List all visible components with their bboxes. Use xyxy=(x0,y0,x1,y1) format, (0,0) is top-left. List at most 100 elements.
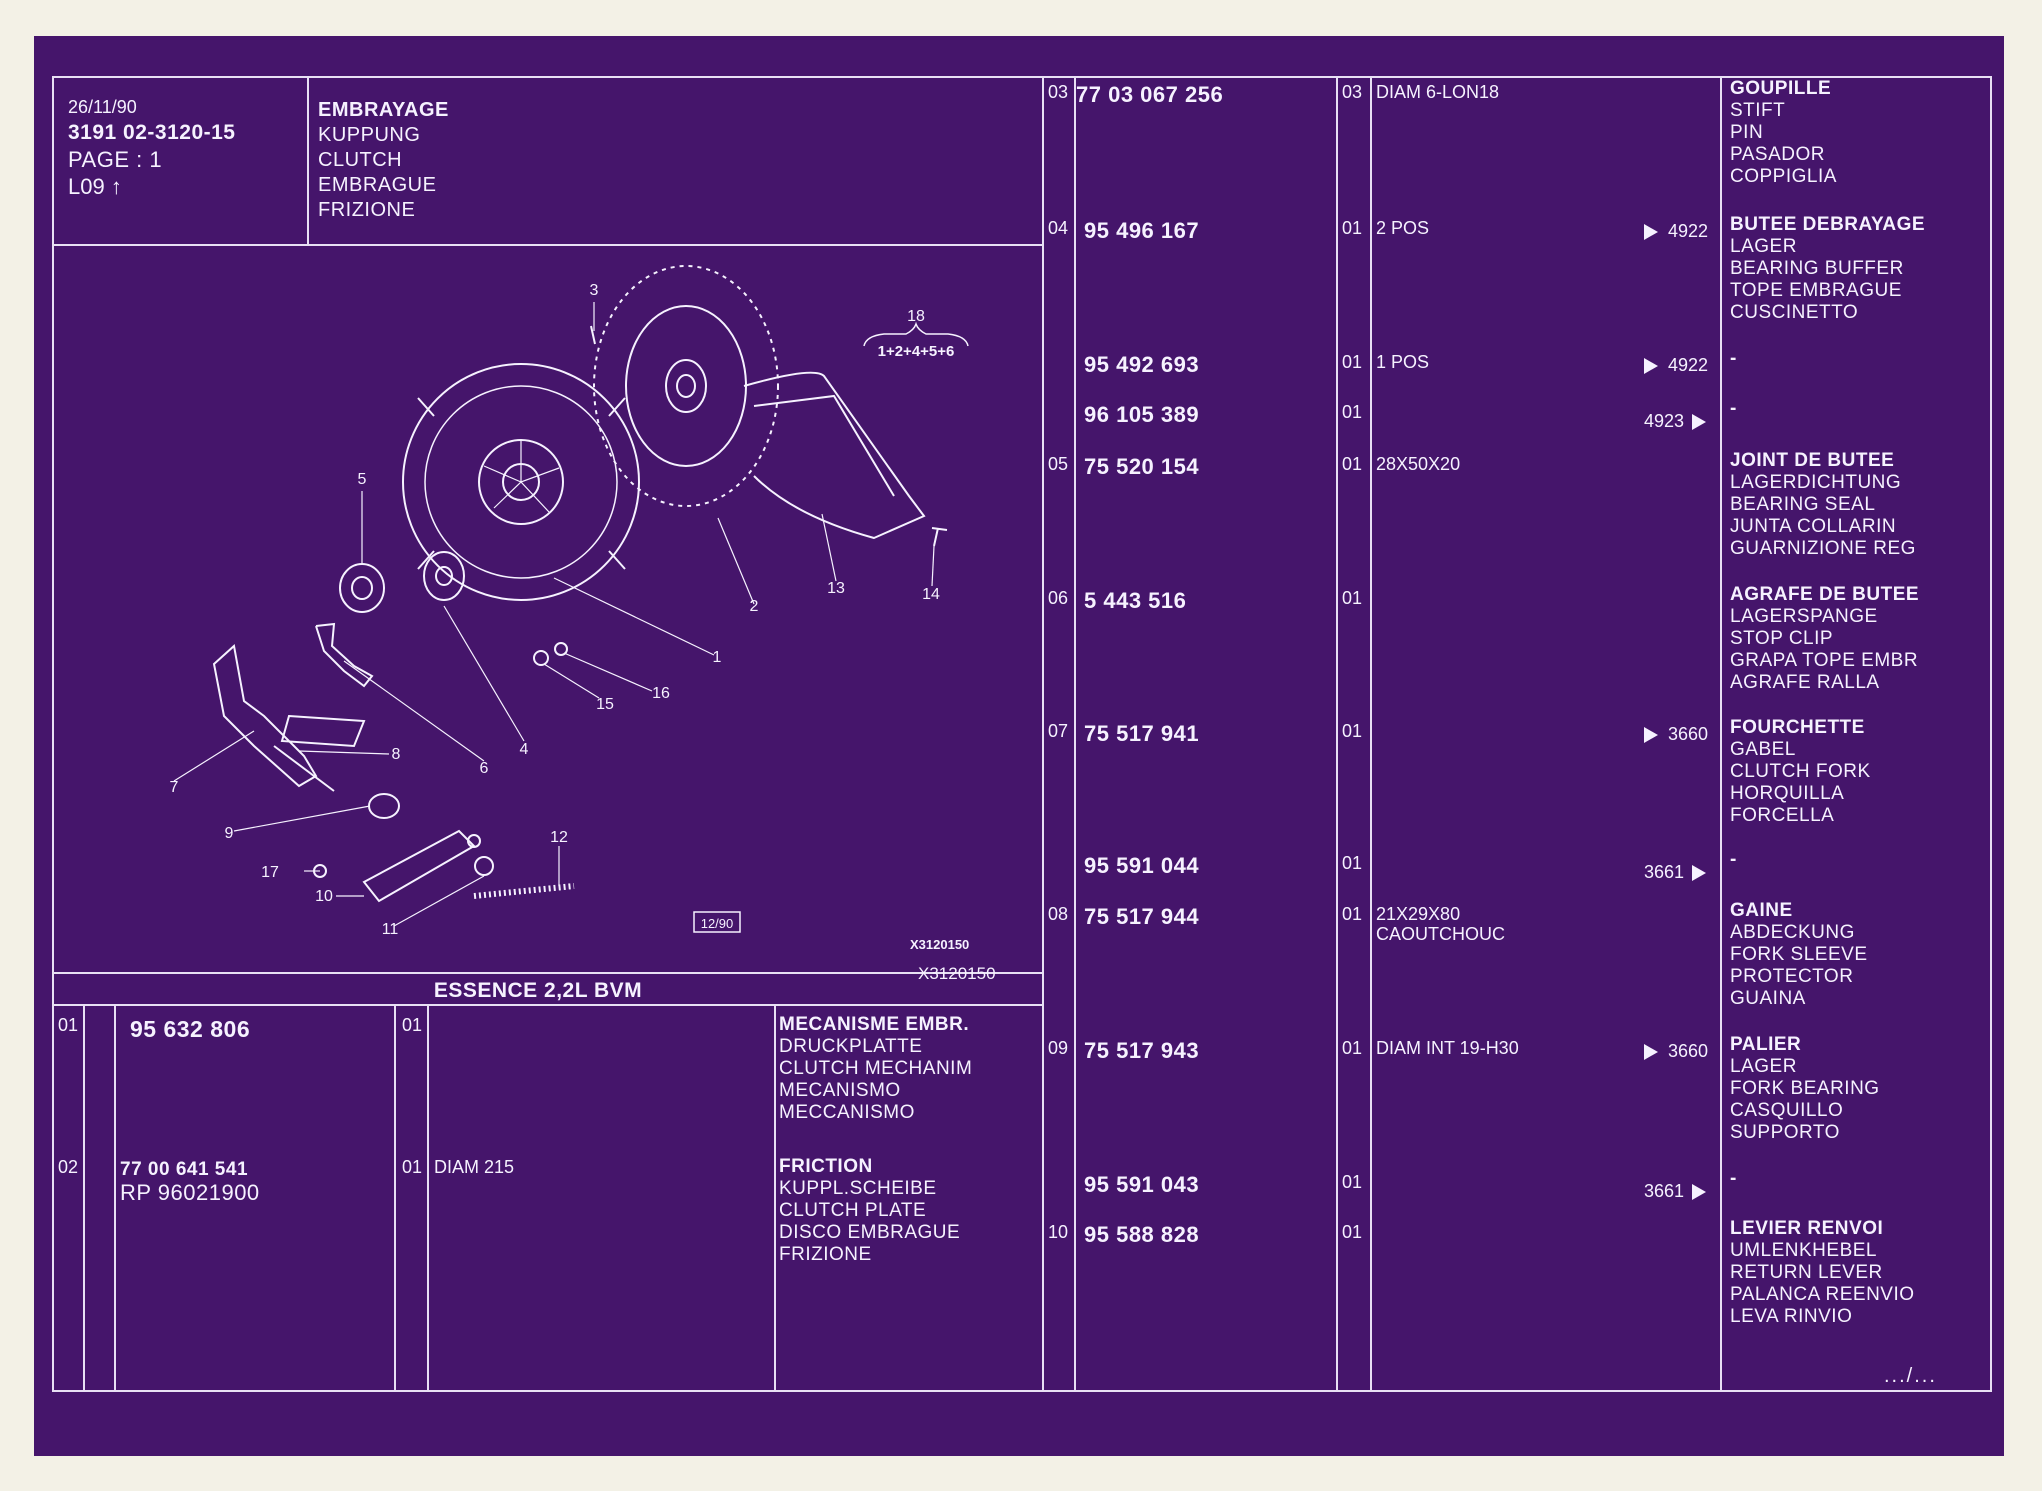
callout-number: 15 xyxy=(596,696,614,713)
callout-number: 12 xyxy=(550,829,568,846)
header-title-line: KUPPUNG xyxy=(318,124,421,146)
callout-number: 8 xyxy=(392,746,401,763)
description-line: COPPIGLIA xyxy=(1730,166,1837,187)
item-number: 01 xyxy=(58,1015,79,1035)
quantity: 01 xyxy=(1342,588,1363,608)
continuation-mark: .../... xyxy=(1884,1365,1937,1387)
description-line: FORCELLA xyxy=(1730,805,1835,826)
description-line: - xyxy=(1730,348,1737,369)
description-line: PASADOR xyxy=(1730,144,1826,165)
description-line: FOURCHETTE xyxy=(1730,717,1865,738)
description-line: GABEL xyxy=(1730,739,1796,760)
specification: DIAM 6-LON18 xyxy=(1376,82,1500,102)
reference-number: 3660 xyxy=(1668,724,1709,744)
frame-left-line xyxy=(52,76,54,1392)
description-line: UMLENKHEBEL xyxy=(1730,1240,1877,1261)
quantity: 01 xyxy=(1342,904,1363,924)
part-number: 75 517 944 xyxy=(1084,904,1200,929)
bearing-outline xyxy=(339,563,385,613)
description-line: STOP CLIP xyxy=(1730,628,1834,649)
description-line: TOPE EMBRAGUE xyxy=(1730,280,1902,301)
callout-number: 3 xyxy=(590,282,599,299)
reference-group: 4922 xyxy=(1644,222,1708,241)
callout-number: 9 xyxy=(225,825,234,842)
description-line: CLUTCH FORK xyxy=(1730,761,1871,782)
reference-number: 3660 xyxy=(1668,1041,1709,1061)
quantity: 01 xyxy=(1342,1222,1363,1242)
description-line: LAGERSPANGE xyxy=(1730,606,1878,627)
description-line: - xyxy=(1730,1168,1737,1189)
frame-bottom-line xyxy=(52,1390,1990,1392)
play-arrow-icon xyxy=(1644,358,1658,375)
description-line: LAGER xyxy=(1730,236,1797,257)
left-col-part xyxy=(394,1004,396,1392)
description-line: BEARING SEAL xyxy=(1730,494,1876,515)
part-number: 95 492 693 xyxy=(1084,352,1200,377)
callout-number: 6 xyxy=(480,760,489,777)
description-line: CLUTCH MECHANIM xyxy=(779,1058,973,1079)
diagram-code-small: X3120150 xyxy=(910,937,969,952)
play-arrow-icon xyxy=(1692,414,1707,431)
description-block: - xyxy=(1730,398,1737,420)
quantity: 01 xyxy=(1342,454,1363,474)
description-line: - xyxy=(1730,849,1737,870)
left-col-spec xyxy=(774,1004,776,1392)
header-title-line: EMBRAGUE xyxy=(318,174,437,196)
header-title-line: FRIZIONE xyxy=(318,199,416,221)
part-number: 95 591 043 xyxy=(1084,1172,1200,1197)
reference-group: 3661 xyxy=(1644,1182,1707,1201)
group-label: 18 xyxy=(907,308,925,325)
specification: DIAM 215 xyxy=(434,1157,515,1177)
part-number: 95 588 828 xyxy=(1084,1222,1200,1247)
reference-group: 4923 xyxy=(1644,412,1707,431)
quantity: 01 xyxy=(1342,218,1363,238)
description-line: FRICTION xyxy=(779,1156,873,1177)
callout-number: 5 xyxy=(358,471,367,488)
quantity: 01 xyxy=(1342,1172,1363,1192)
description-line: KUPPL.SCHEIBE xyxy=(779,1178,937,1199)
quantity: 01 xyxy=(1342,853,1363,873)
quantity: 01 xyxy=(1342,721,1363,741)
description-line: GUAINA xyxy=(1730,988,1806,1009)
play-arrow-icon xyxy=(1644,727,1658,744)
section-title: ESSENCE 2,2L BVM xyxy=(433,979,643,1002)
item-number: 09 xyxy=(1048,1038,1069,1058)
callout-number: 2 xyxy=(750,598,759,615)
item-number: 04 xyxy=(1048,218,1069,238)
specification: DIAM INT 19-H30 xyxy=(1376,1038,1519,1058)
callout-number: 7 xyxy=(170,779,179,796)
play-arrow-icon xyxy=(1644,1044,1658,1061)
quantity: 01 xyxy=(1342,352,1363,372)
callout-number: 10 xyxy=(315,888,333,905)
right-col-item xyxy=(1074,76,1076,1392)
pressure-plate-outline xyxy=(402,363,640,601)
description-line: AGRAFE DE BUTEE xyxy=(1730,584,1920,605)
diagram-code-large: X3120150 xyxy=(918,964,996,983)
header-divider xyxy=(52,244,1044,246)
right-col-part xyxy=(1336,76,1338,1392)
description-line: CLUTCH PLATE xyxy=(779,1200,927,1221)
header-date: 26/11/90 xyxy=(68,97,137,117)
frame-top-line xyxy=(52,76,1990,78)
description-line: AGRAFE RALLA xyxy=(1730,672,1880,693)
date-stamp: 12/90 xyxy=(701,916,734,931)
item-number: 08 xyxy=(1048,904,1069,924)
description-line: PIN xyxy=(1730,122,1764,143)
section-title-line xyxy=(52,1004,1044,1006)
description-line: CASQUILLO xyxy=(1730,1100,1844,1121)
quantity: 03 xyxy=(1342,82,1363,102)
part-number: 95 632 806 xyxy=(130,1016,251,1042)
specification: 28X50X20 xyxy=(1376,454,1461,474)
item-number: 03 xyxy=(1048,82,1069,102)
parts-sheet: 26/11/90 3191 02-3120-15 PAGE : 1 L09 ↑ … xyxy=(34,36,2004,1456)
description-line: PALANCA REENVIO xyxy=(1730,1284,1915,1305)
specification: 2 POS xyxy=(1376,218,1430,238)
item-number: 10 xyxy=(1048,1222,1069,1242)
item-number: 07 xyxy=(1048,721,1069,741)
description-line: SUPPORTO xyxy=(1730,1122,1840,1143)
play-arrow-icon xyxy=(1644,224,1658,241)
